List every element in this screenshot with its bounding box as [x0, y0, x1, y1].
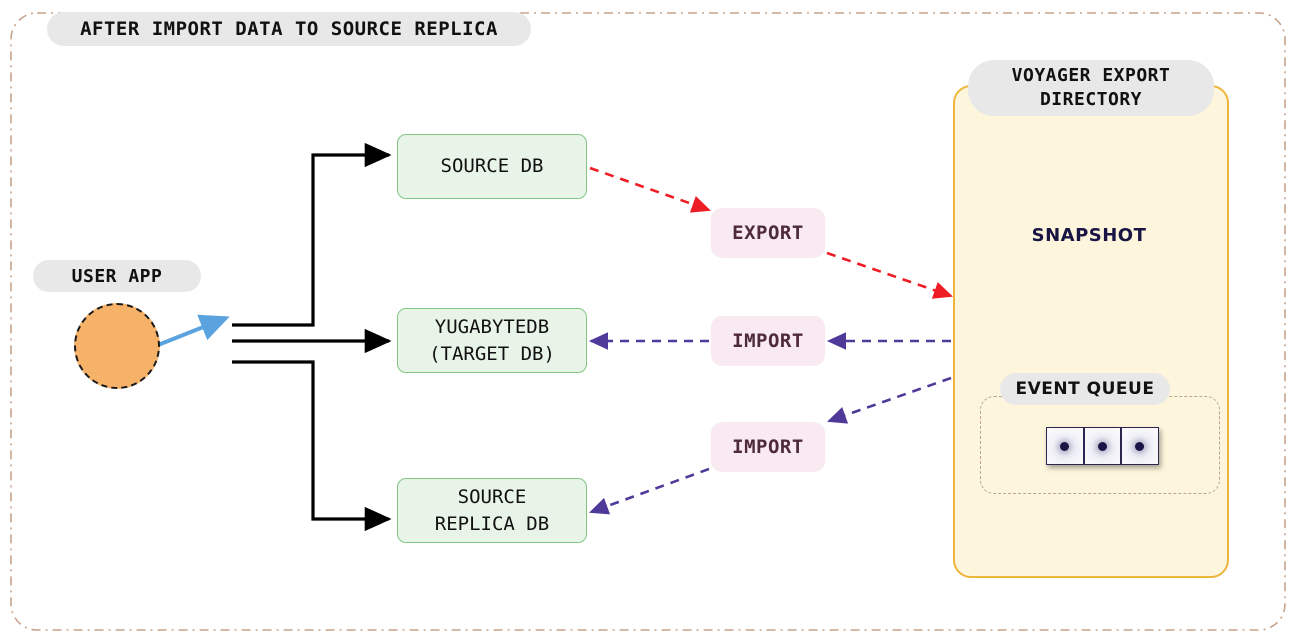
edge-label-import-replica: IMPORT — [711, 422, 825, 472]
connector-user-app-to-source-db — [232, 142, 392, 327]
edge-import-label-to-replica-db — [589, 467, 710, 515]
node-source-db[interactable]: SOURCE DB — [397, 134, 587, 199]
node-source-replica-db[interactable]: SOURCE REPLICA DB — [397, 478, 587, 543]
event-queue-cell — [1083, 427, 1122, 465]
event-queue-cells — [1046, 427, 1159, 465]
connector-user-app-to-bus — [157, 314, 230, 347]
event-queue-cell — [1121, 427, 1159, 465]
edge-source-db-to-export-label — [589, 166, 711, 213]
event-dot-icon — [1060, 441, 1070, 451]
voyager-export-directory-title: VOYAGER EXPORT DIRECTORY — [968, 60, 1214, 116]
edge-label-export: EXPORT — [711, 208, 825, 258]
snapshot-label: SNAPSHOT — [1031, 224, 1147, 246]
user-app-label: USER APP — [33, 260, 201, 292]
edge-label-import-target: IMPORT — [711, 316, 825, 366]
user-app-circle[interactable] — [74, 303, 160, 389]
diagram-frame — [10, 12, 1286, 631]
event-queue-label: EVENT QUEUE — [1000, 373, 1170, 405]
snapshot-node[interactable]: SNAPSHOT — [1003, 184, 1175, 286]
voyager-export-directory-container — [953, 85, 1229, 578]
edge-export-label-to-export-dir — [826, 251, 953, 299]
diagram-title: AFTER IMPORT DATA TO SOURCE REPLICA — [47, 12, 531, 46]
event-dot-icon — [1097, 441, 1107, 451]
node-yugabytedb-target-db[interactable]: YUGABYTEDB (TARGET DB) — [397, 308, 587, 373]
event-dot-icon — [1135, 441, 1145, 451]
connector-user-app-to-replica-db — [232, 360, 392, 532]
event-queue-cell — [1046, 427, 1084, 465]
edge-export-dir-to-import-label-bottom — [827, 376, 952, 424]
